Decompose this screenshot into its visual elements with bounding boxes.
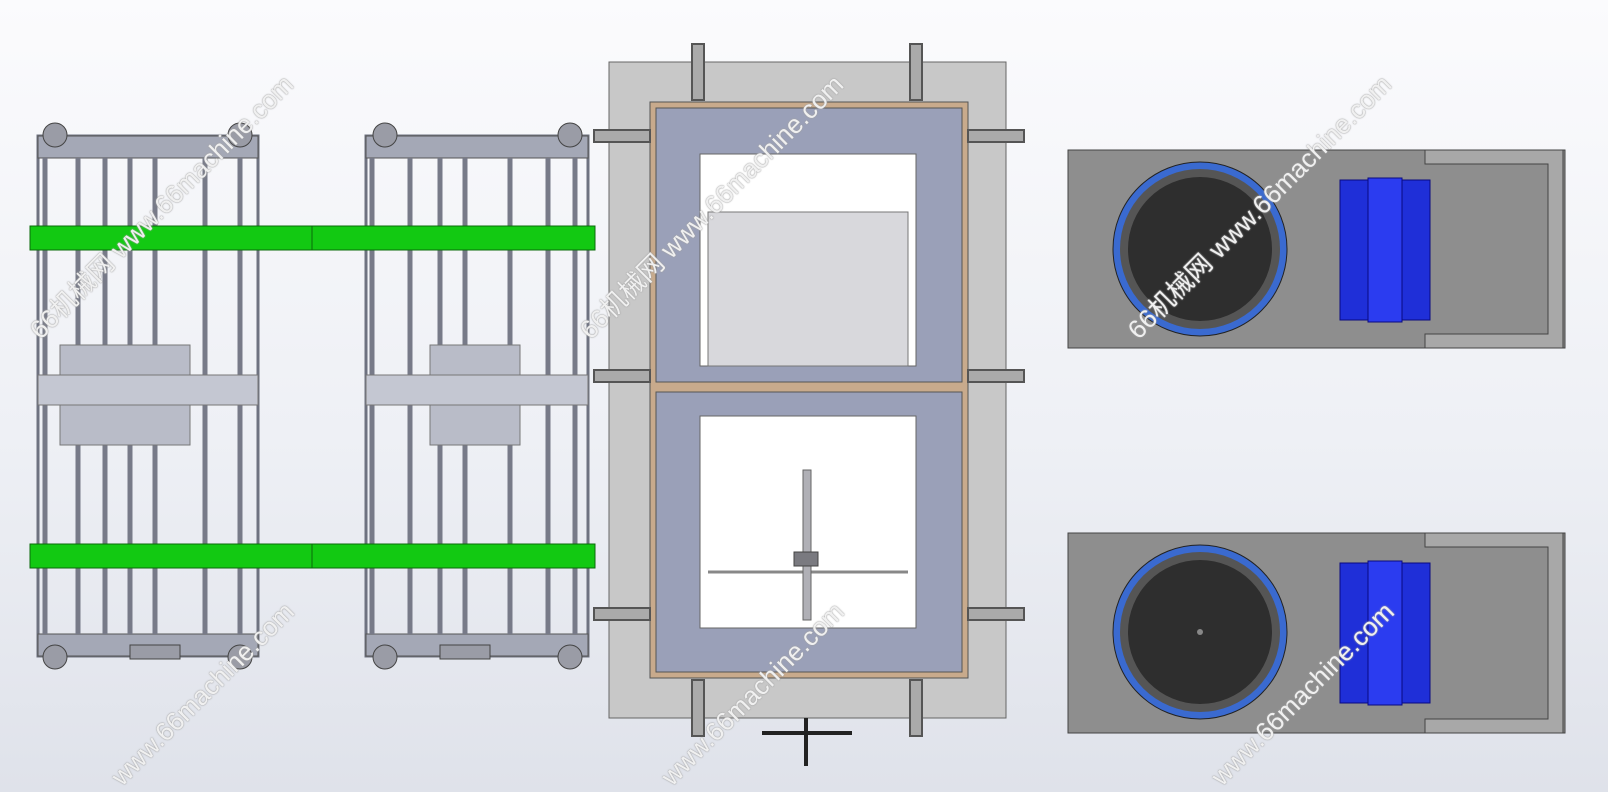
green-rails — [29, 225, 596, 569]
conveyor-module-center — [364, 122, 590, 670]
drive-unit-bottom — [1067, 532, 1566, 734]
drive-unit-top — [1067, 149, 1566, 349]
mold-panel — [593, 43, 1025, 766]
